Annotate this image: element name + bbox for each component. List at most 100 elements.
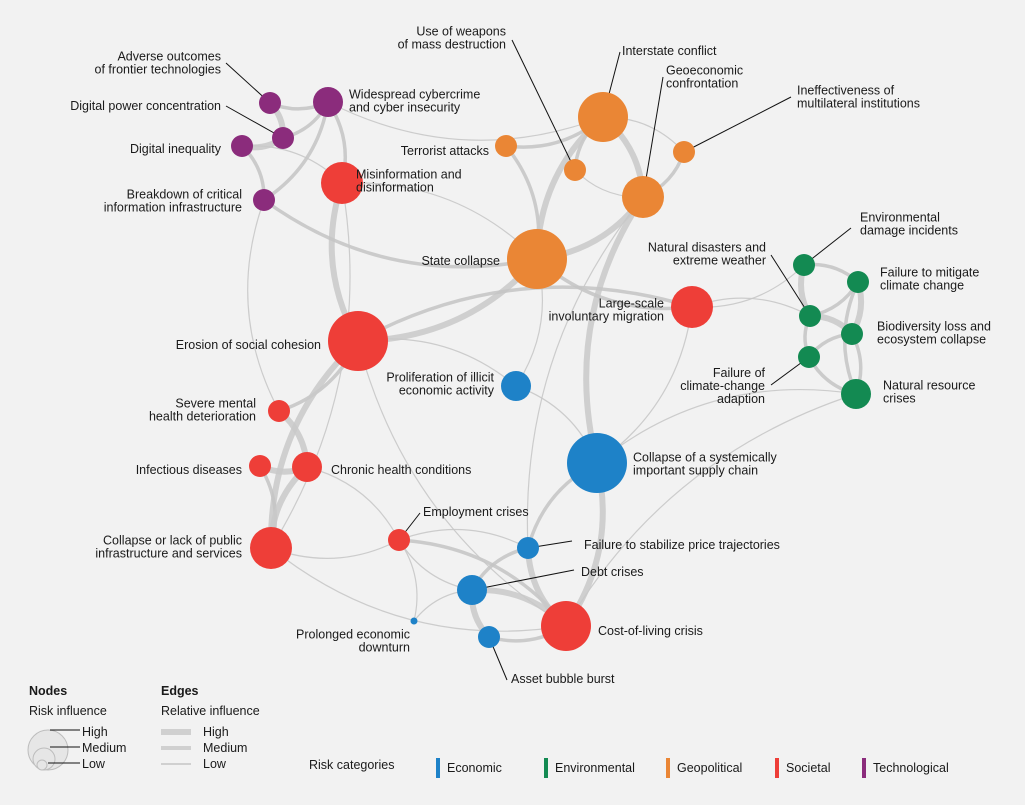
label-chronic-health: Chronic health conditions xyxy=(331,463,471,477)
technological-swatch xyxy=(862,758,866,778)
edge-medium-swatch xyxy=(161,746,191,750)
node-cost-of-living[interactable] xyxy=(541,601,591,651)
leader-line-multilateral xyxy=(683,96,792,153)
node-state-collapse[interactable] xyxy=(507,229,567,289)
node-mental-health[interactable] xyxy=(268,400,290,422)
node-public-infrastructure[interactable] xyxy=(250,527,292,569)
geopolitical-swatch xyxy=(666,758,670,778)
leader-line-wmd xyxy=(511,39,576,171)
label-employment: Employment crises xyxy=(423,505,529,519)
node-supply-chain[interactable] xyxy=(567,433,627,493)
edge-geoeconomic-price-trajectories xyxy=(526,196,644,549)
node-biodiversity[interactable] xyxy=(841,323,863,345)
node-adverse-outcomes[interactable] xyxy=(259,92,281,114)
node-digital-inequality[interactable] xyxy=(231,135,253,157)
node-infectious-diseases[interactable] xyxy=(249,455,271,477)
node-terrorist-attacks[interactable] xyxy=(495,135,517,157)
node-breakdown-infrastructure[interactable] xyxy=(253,189,275,211)
node-natural-resource[interactable] xyxy=(841,379,871,409)
label-infectious-diseases: Infectious diseases xyxy=(136,463,242,477)
legend-nodes-subtitle: Risk influence xyxy=(29,704,107,718)
edge-geoeconomic-supply-chain xyxy=(583,195,646,464)
legend-node-low: Low xyxy=(82,757,105,771)
environmental-swatch xyxy=(544,758,548,778)
label-terrorist-attacks: Terrorist attacks xyxy=(401,144,489,158)
node-price-trajectories[interactable] xyxy=(517,537,539,559)
node-illicit-activity[interactable] xyxy=(501,371,531,401)
node-cybercrime[interactable] xyxy=(313,87,343,117)
edge-breakdown-infrastructure-mental-health xyxy=(247,199,280,412)
legend-category-geopolitical: Geopolitical xyxy=(666,758,742,778)
node-climate-mitigation[interactable] xyxy=(847,271,869,293)
legend-edges: Edges Relative influence High Medium Low xyxy=(161,684,260,772)
label-digital-inequality: Digital inequality xyxy=(130,142,222,156)
label-digital-power: Digital power concentration xyxy=(70,99,221,113)
node-natural-disasters[interactable] xyxy=(799,305,821,327)
label-interstate-conflict: Interstate conflict xyxy=(622,44,717,58)
legend-nodes: Nodes Risk influence xyxy=(29,684,107,718)
node-multilateral[interactable] xyxy=(673,141,695,163)
legend-node-medium: Medium xyxy=(82,741,127,755)
edge-high-swatch xyxy=(161,729,191,735)
societal-swatch xyxy=(775,758,779,778)
edge-low-swatch xyxy=(161,763,191,765)
legend-node-size-icon xyxy=(27,729,80,771)
label-price-trajectories: Failure to stabilize price trajectories xyxy=(584,538,780,552)
node-env-damage[interactable] xyxy=(793,254,815,276)
label-asset-bubble: Asset bubble burst xyxy=(511,672,615,686)
edge-cybercrime-interstate-conflict xyxy=(327,101,604,141)
legend-category-technological: Technological xyxy=(862,758,949,778)
label-debt-crises: Debt crises xyxy=(581,565,644,579)
edge-employment-price-trajectories xyxy=(398,528,529,549)
edge-chronic-health-employment xyxy=(306,466,400,541)
edge-social-cohesion-public-infrastructure xyxy=(267,338,361,549)
leader-line-natural-disasters xyxy=(770,254,811,317)
edge-misinformation-public-infrastructure xyxy=(270,182,351,549)
node-wmd[interactable] xyxy=(564,159,586,181)
nodes-layer xyxy=(231,87,871,651)
legend-node-levels: High Medium Low xyxy=(82,724,126,772)
node-migration[interactable] xyxy=(671,286,713,328)
node-digital-power[interactable] xyxy=(272,127,294,149)
legend-edges-title: Edges xyxy=(161,684,199,698)
node-geoeconomic[interactable] xyxy=(622,176,664,218)
node-misinformation[interactable] xyxy=(321,162,363,204)
node-economic-downturn[interactable] xyxy=(410,617,418,625)
node-climate-adaption[interactable] xyxy=(798,346,820,368)
node-social-cohesion[interactable] xyxy=(328,311,388,371)
node-interstate-conflict[interactable] xyxy=(578,92,628,142)
legend-categories-title: Risk categories xyxy=(309,758,395,772)
label-social-cohesion: Erosion of social cohesion xyxy=(176,338,321,352)
legend-category-economic: Economic xyxy=(436,758,502,778)
legend-edge-medium: Medium xyxy=(203,741,248,755)
node-chronic-health[interactable] xyxy=(292,452,322,482)
legend-category-societal: Societal xyxy=(775,758,830,778)
node-employment[interactable] xyxy=(388,529,410,551)
node-debt-crises[interactable] xyxy=(457,575,487,605)
edge-migration-social-cohesion xyxy=(357,285,693,343)
edge-cost-of-living-natural-resource xyxy=(565,393,857,627)
node-asset-bubble[interactable] xyxy=(478,626,500,648)
edge-breakdown-infrastructure-state-collapse xyxy=(262,198,538,269)
leader-line-debt-crises xyxy=(471,569,575,591)
